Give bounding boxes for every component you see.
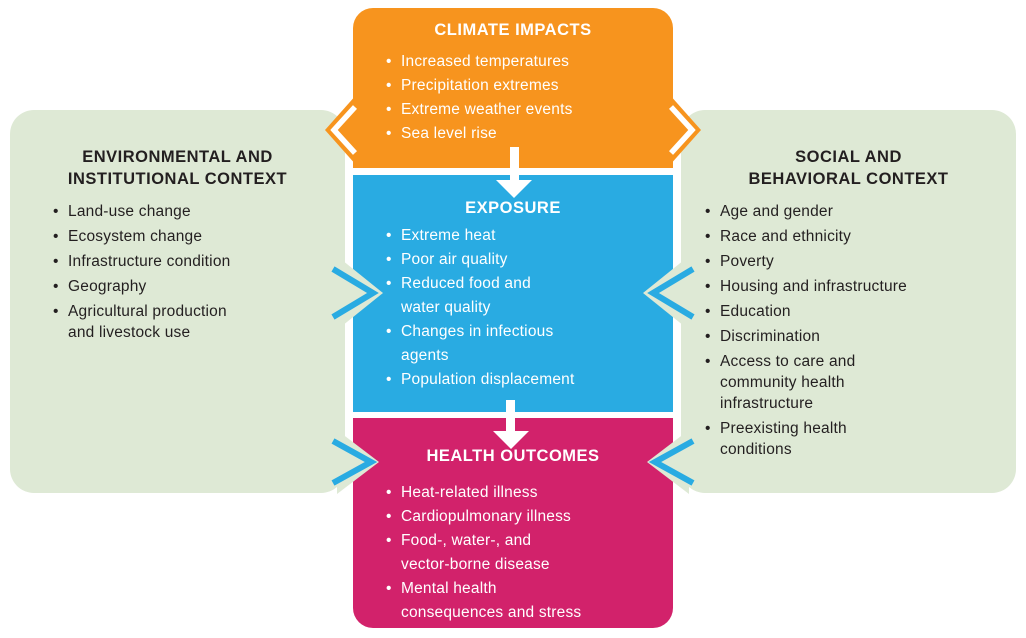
list-item: Land-use change — [53, 201, 345, 222]
environmental-context-list: Land-use change Ecosystem change Infrast… — [53, 201, 345, 343]
environmental-context-title: ENVIRONMENTAL AND INSTITUTIONAL CONTEXT — [67, 148, 288, 188]
list-item: Extreme weather events — [386, 98, 673, 122]
list-item: Changes in infectious agents — [386, 320, 673, 368]
environmental-context-box: ENVIRONMENTAL AND INSTITUTIONAL CONTEXT … — [10, 110, 345, 493]
list-item: Housing and infrastructure — [705, 276, 1016, 297]
social-context-title: SOCIAL AND BEHAVIORAL CONTEXT — [748, 148, 949, 188]
list-item: Access to care and community health infr… — [705, 351, 1016, 414]
context-exposure-chevron-left-icon — [643, 256, 695, 330]
list-item: Extreme heat — [386, 224, 673, 248]
list-item: Increased temperatures — [386, 50, 673, 74]
list-item: Food-, water-, and vector-borne disease — [386, 529, 673, 577]
climate-context-chevron-right-icon — [669, 94, 701, 166]
climate-impacts-box: CLIMATE IMPACTS Increased temperatures P… — [353, 8, 673, 168]
list-item: Mental health consequences and stress — [386, 577, 673, 625]
list-item: Discrimination — [705, 326, 1016, 347]
list-item: Age and gender — [705, 201, 1016, 222]
exposure-to-outcomes-arrow-icon — [493, 400, 529, 449]
context-outcomes-chevron-right-icon — [331, 430, 379, 494]
exposure-title: EXPOSURE — [465, 199, 561, 217]
climate-context-chevron-left-icon — [325, 94, 357, 166]
list-item: Poor air quality — [386, 248, 673, 272]
context-exposure-chevron-right-icon — [331, 256, 383, 330]
social-context-box: SOCIAL AND BEHAVIORAL CONTEXT Age and ge… — [681, 110, 1016, 493]
list-item: Poverty — [705, 251, 1016, 272]
climate-impacts-title: CLIMATE IMPACTS — [434, 21, 592, 39]
context-outcomes-chevron-left-icon — [647, 430, 695, 494]
health-outcomes-list: Heat-related illness Cardiopulmonary ill… — [386, 481, 673, 625]
list-item: Preexisting health conditions — [705, 418, 1016, 460]
list-item: Race and ethnicity — [705, 226, 1016, 247]
list-item: Cardiopulmonary illness — [386, 505, 673, 529]
climate-to-exposure-arrow-icon — [496, 147, 532, 198]
social-context-list: Age and gender Race and ethnicity Povert… — [705, 201, 1016, 460]
list-item: Heat-related illness — [386, 481, 673, 505]
list-item: Agricultural production and livestock us… — [53, 301, 345, 343]
health-outcomes-box: HEALTH OUTCOMES Heat-related illness Car… — [353, 418, 673, 628]
list-item: Geography — [53, 276, 345, 297]
list-item: Ecosystem change — [53, 226, 345, 247]
list-item: Infrastructure condition — [53, 251, 345, 272]
climate-impacts-list: Increased temperatures Precipitation ext… — [386, 50, 673, 146]
list-item: Precipitation extremes — [386, 74, 673, 98]
list-item: Sea level rise — [386, 122, 673, 146]
exposure-list: Extreme heat Poor air quality Reduced fo… — [386, 224, 673, 392]
list-item: Education — [705, 301, 1016, 322]
exposure-box: EXPOSURE Extreme heat Poor air quality R… — [353, 175, 673, 412]
list-item: Population displacement — [386, 368, 673, 392]
health-outcomes-title: HEALTH OUTCOMES — [426, 447, 600, 465]
list-item: Reduced food and water quality — [386, 272, 673, 320]
